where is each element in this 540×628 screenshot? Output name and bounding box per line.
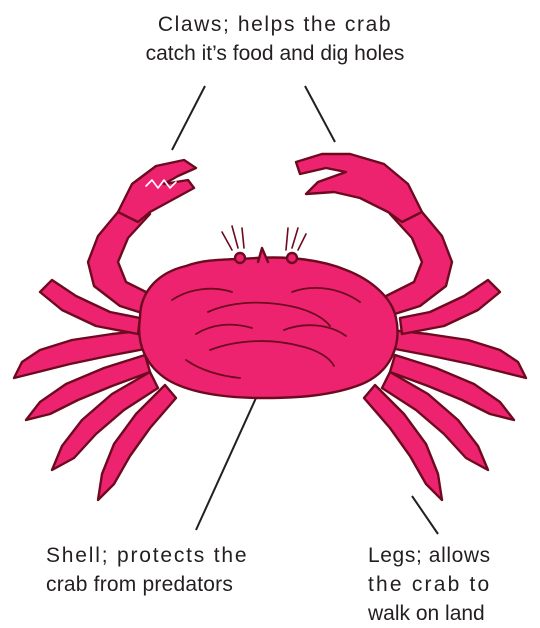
crab-eyes <box>222 226 306 263</box>
left-pincer <box>118 160 196 222</box>
left-antennae <box>222 226 244 250</box>
shell-pointer <box>196 398 256 530</box>
right-eye <box>287 253 297 263</box>
claws-pointer-left <box>172 86 205 150</box>
legs-pointer <box>412 496 438 534</box>
right-pincer <box>296 154 422 222</box>
left-eye <box>235 253 245 263</box>
right-antennae <box>286 228 306 250</box>
crab-shell <box>139 258 397 399</box>
crab-mouth <box>258 248 268 262</box>
claws-pointer-right <box>305 86 335 142</box>
